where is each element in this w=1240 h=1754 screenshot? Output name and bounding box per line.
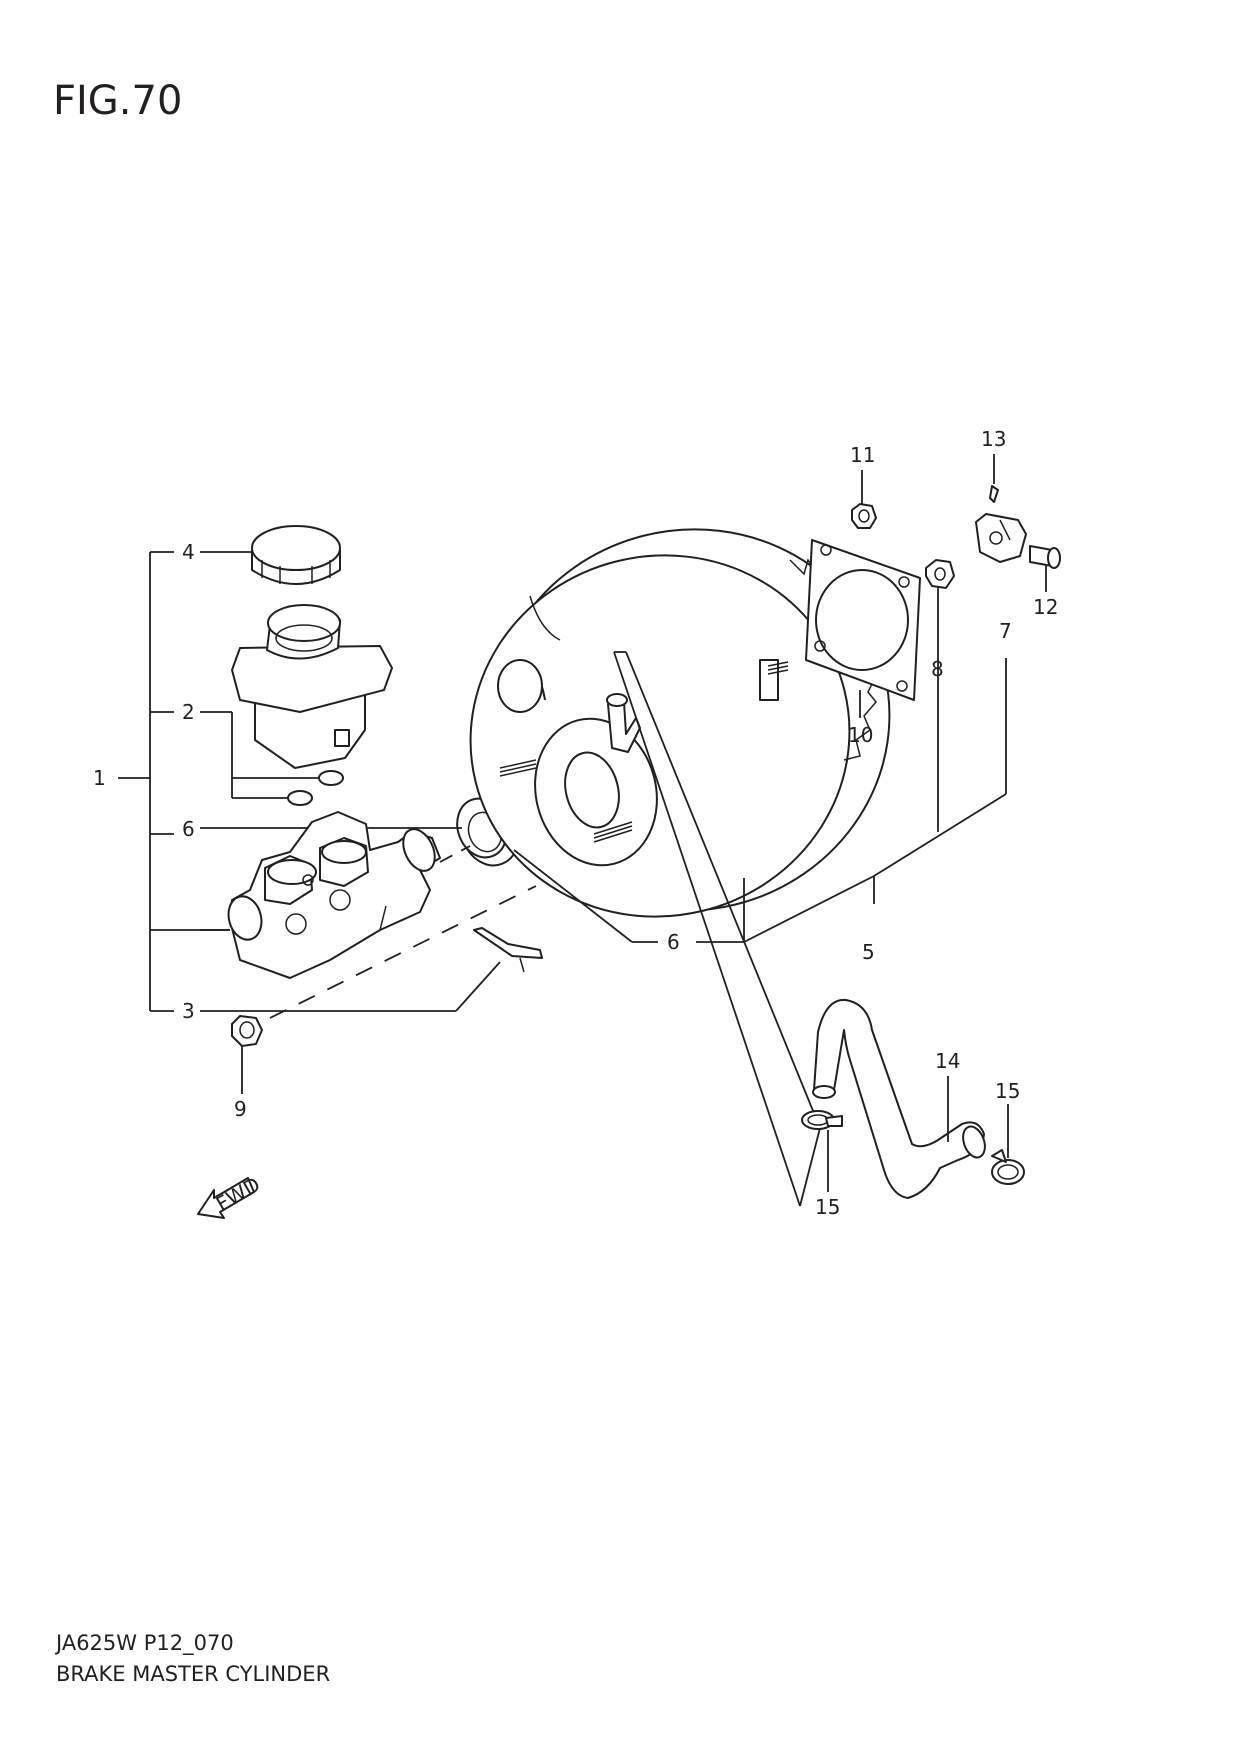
callout-7: 7 (999, 619, 1012, 643)
leader-15b-b (625, 651, 821, 1129)
callout-10: 10 (848, 723, 873, 747)
leader-3-diag (455, 961, 501, 1012)
retaining-clip-13 (989, 485, 999, 503)
booster-gasket (805, 539, 921, 701)
leader-5 (743, 584, 1007, 943)
callout-6a: 6 (182, 817, 195, 841)
mounting-nut (231, 1015, 263, 1047)
model-code: JA625W P12_070 (56, 1631, 234, 1655)
leader-6b-diag (513, 849, 633, 943)
reservoir-grommets (287, 770, 344, 806)
callout-1: 1 (93, 766, 106, 790)
callout-14: 14 (935, 1049, 960, 1073)
retaining-clip (473, 927, 543, 973)
callout-15b: 15 (995, 1079, 1020, 1103)
callout-2: 2 (182, 700, 195, 724)
leader-15b-c (799, 1127, 821, 1207)
callout-3: 3 (182, 999, 195, 1023)
callout-4: 4 (182, 540, 195, 564)
alignment-line-b (269, 885, 537, 1019)
assembly-bracket (118, 551, 230, 1012)
hose-clamp-b (991, 1149, 1025, 1185)
reservoir-cap (251, 525, 341, 585)
alignment-line-a (439, 845, 471, 863)
callout-5: 5 (862, 940, 875, 964)
callout-15a: 15 (815, 1195, 840, 1219)
nut-8 (925, 559, 955, 589)
leader-2 (200, 711, 318, 799)
clevis-pin (1029, 545, 1061, 569)
fluid-reservoir (231, 604, 393, 769)
callout-11: 11 (850, 443, 875, 467)
forward-arrow-icon: FWD (197, 1172, 264, 1219)
leader-15b-a (613, 651, 801, 1207)
master-cylinder (227, 811, 441, 979)
clevis-yoke (975, 513, 1027, 563)
callout-8: 8 (931, 657, 944, 681)
callout-6b: 6 (667, 930, 680, 954)
callout-13: 13 (981, 427, 1006, 451)
callout-9: 9 (234, 1097, 247, 1121)
callout-12: 12 (1033, 595, 1058, 619)
hose-clamp-a (801, 1110, 843, 1130)
nut-11 (851, 503, 877, 529)
forward-arrow-label: FWD (212, 1172, 264, 1216)
diagram-name: BRAKE MASTER CYLINDER (56, 1662, 331, 1686)
figure-title: FIG.70 (53, 78, 183, 124)
vacuum-hose (812, 998, 986, 1199)
